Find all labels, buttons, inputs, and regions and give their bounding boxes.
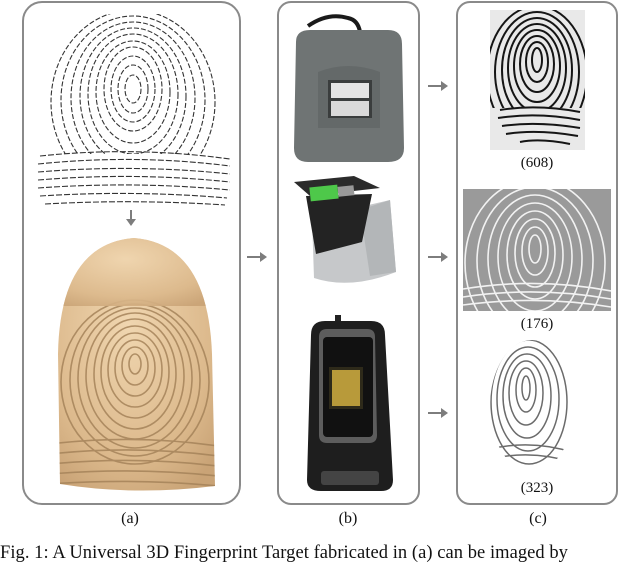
arrow-down-icon [126,210,136,226]
fingerprint-pattern-image [35,14,230,207]
capacitive-reader-image [305,315,395,495]
figure-caption: Fig. 1: A Universal 3D Fingerprint Targe… [0,543,568,563]
arrow-right-icon [247,252,267,262]
image-caption-323: (323) [520,480,554,496]
panel-a-label: (a) [121,510,139,527]
image-caption-176: (176) [520,316,554,332]
image-caption-608: (608) [520,155,554,171]
fingerprint-image-608 [490,10,585,150]
optical-reader-image [288,8,410,164]
panel-b-label: (b) [338,510,358,527]
multispectral-reader-image [290,172,408,284]
panel-c-label: (c) [529,510,547,527]
arrow-right-icon [428,252,448,262]
fingerprint-image-323 [486,338,578,476]
arrow-right-icon [428,408,448,418]
3d-finger-target-image [50,234,218,498]
arrow-right-icon [428,81,448,91]
fingerprint-image-176 [463,189,611,311]
